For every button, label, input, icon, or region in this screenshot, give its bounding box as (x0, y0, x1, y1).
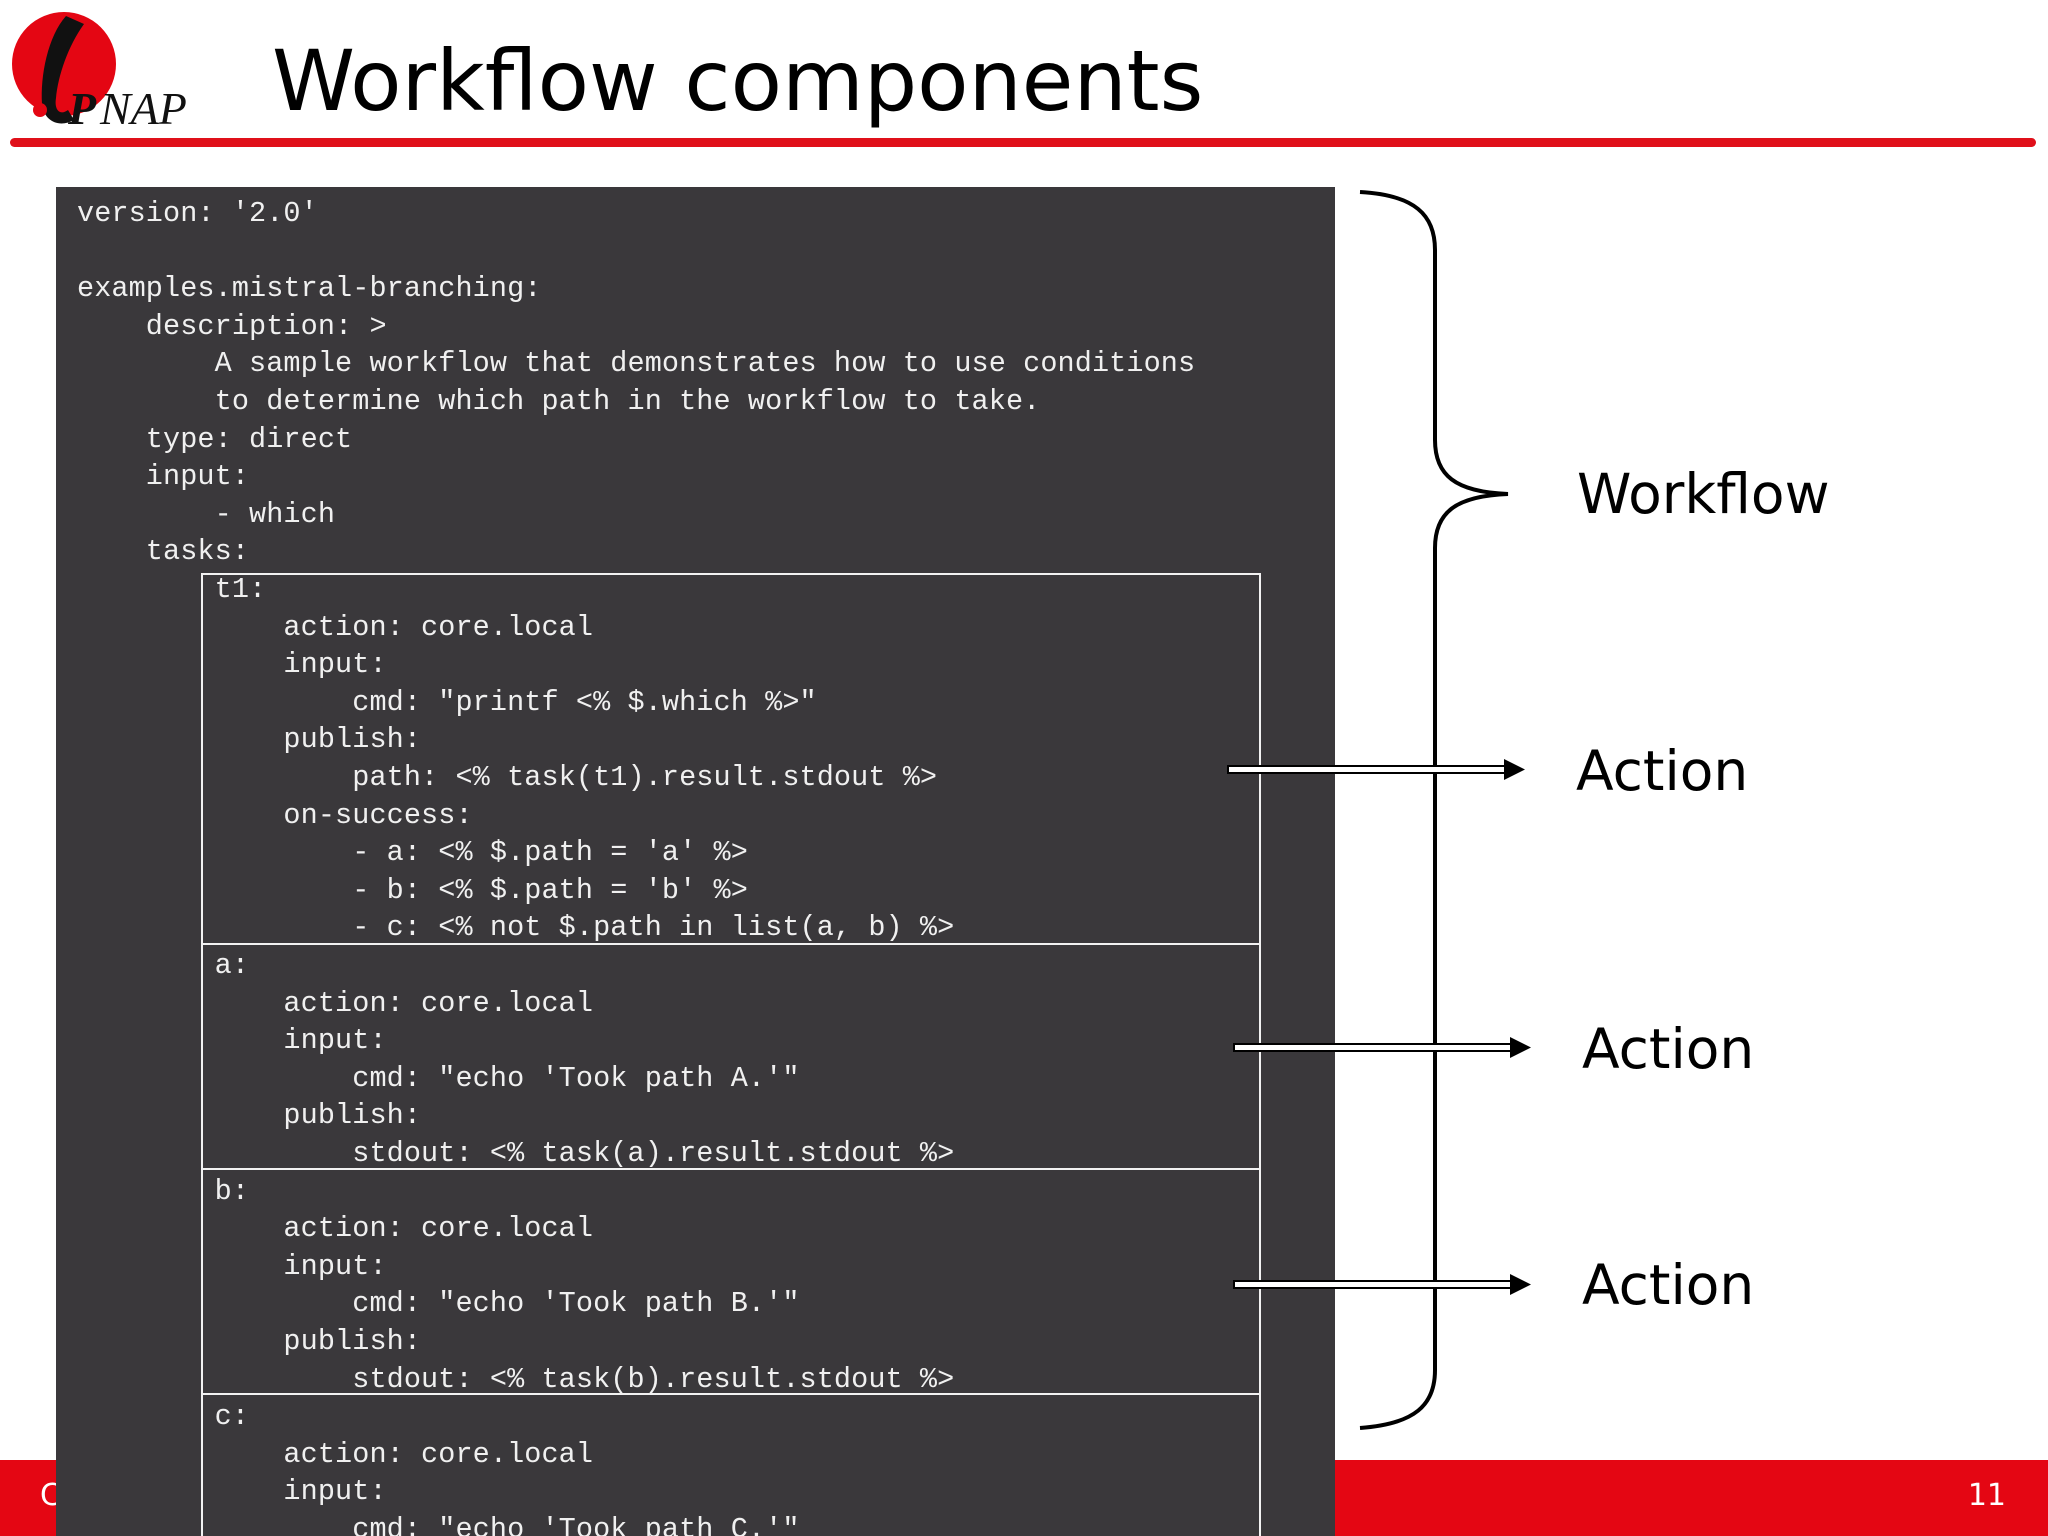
code-line: b: (77, 1174, 250, 1208)
code-line: t1: (77, 573, 267, 606)
code-line: stdout: <% task(b).result.stdout %> (77, 1362, 955, 1396)
code-line: tasks: (77, 535, 250, 569)
header-divider (10, 138, 2036, 147)
code-line: action: core.local (77, 1437, 594, 1471)
code-line: publish: (77, 1099, 422, 1133)
code-line: action: core.local (77, 1212, 594, 1246)
svg-text:NAP: NAP (99, 83, 187, 130)
code-line: input: (77, 1024, 387, 1058)
code-line: publish: (77, 1325, 422, 1358)
arrow-action-1 (1227, 759, 1525, 780)
workflow-label: Workflow (1577, 462, 1830, 526)
footer-text: C (40, 1478, 61, 1513)
arrow-action-2 (1233, 1037, 1531, 1058)
code-line: publish: (77, 723, 422, 757)
arrow-action-3 (1233, 1274, 1531, 1295)
code-line: - which (77, 497, 336, 531)
workflow-brace (1359, 190, 1509, 1430)
code-line: input: (77, 1475, 387, 1509)
task-box-c (201, 1393, 1261, 1536)
code-line: c: (77, 1400, 250, 1434)
code-line: to determine which path in the workflow … (77, 385, 1041, 418)
action-label-1: Action (1576, 739, 1749, 803)
code-line: stdout: <% task(a).result.stdout %> (77, 1137, 955, 1170)
code-line: a: (77, 949, 250, 982)
code-line: cmd: "echo 'Took path C.'" (77, 1513, 800, 1536)
code-line: examples.mistral-branching: (77, 272, 542, 306)
slide-title: Workflow components (272, 32, 1204, 130)
code-line: description: > (77, 309, 387, 343)
code-line: action: core.local (77, 986, 594, 1020)
action-label-2: Action (1582, 1017, 1755, 1081)
code-line: cmd: "echo 'Took path A.'" (77, 1061, 800, 1095)
code-line: on-success: (77, 798, 473, 832)
jpnap-logo: P NAP (12, 12, 187, 130)
code-line: - b: <% $.path = 'b' %> (77, 873, 748, 907)
action-label-3: Action (1582, 1253, 1755, 1317)
code-line: action: core.local (77, 610, 594, 644)
code-line: path: <% task(t1).result.stdout %> (77, 761, 938, 794)
code-line: - a: <% $.path = 'a' %> (77, 836, 748, 870)
page-number: 11 (1967, 1478, 2006, 1513)
code-line: input: (77, 648, 387, 682)
code-line: - c: <% not $.path in list(a, b) %> (77, 911, 955, 945)
code-line: input: (77, 1249, 387, 1283)
code-line: cmd: "printf <% $.which %>" (77, 685, 817, 719)
svg-text:P: P (67, 83, 97, 130)
code-line: version: '2.0' (77, 197, 318, 230)
code-line: input: (77, 460, 250, 494)
code-panel: version: '2.0' examples.mistral-branching… (56, 187, 1335, 1536)
code-line: A sample workflow that demonstrates how … (77, 347, 1196, 381)
code-line: type: direct (77, 422, 353, 456)
code-line: cmd: "echo 'Took path B.'" (77, 1287, 800, 1321)
